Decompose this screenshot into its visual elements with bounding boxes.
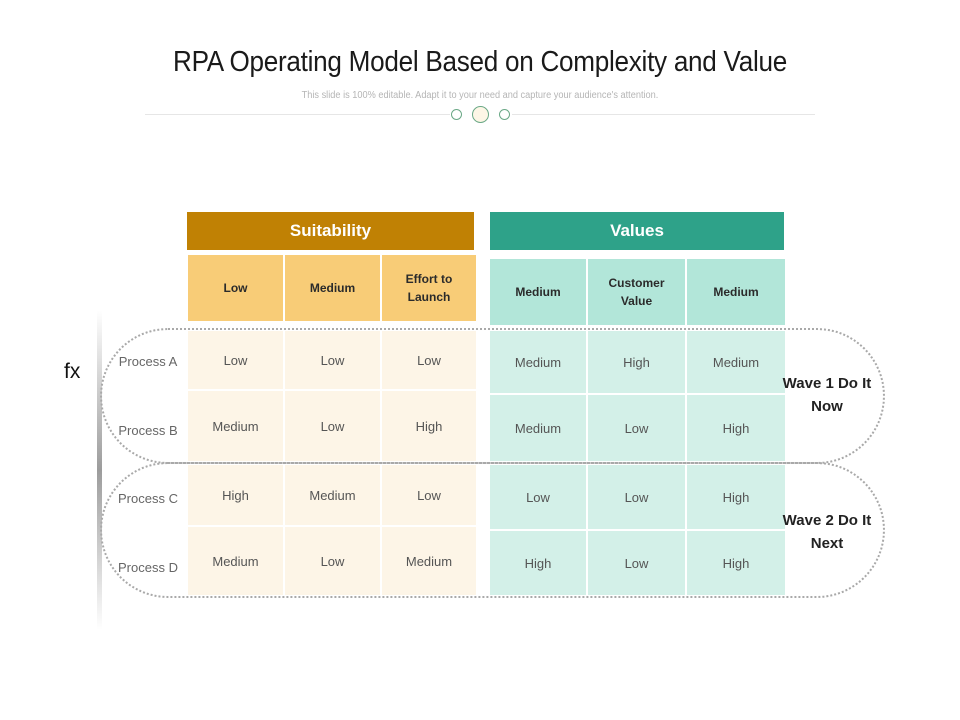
suitability-col-1: Low xyxy=(188,255,283,321)
wave-1-label: Wave 1 Do It Now xyxy=(782,375,872,415)
decor-dot-left-icon xyxy=(451,109,462,120)
slide-subtitle: This slide is 100% editable. Adapt it to… xyxy=(301,90,659,101)
cell-b-val-3: High xyxy=(687,395,785,461)
cell-b-val-1: Medium xyxy=(490,395,586,461)
vertical-bar xyxy=(97,310,102,630)
cell-d-val-1: High xyxy=(490,531,586,595)
divider-left xyxy=(145,114,450,115)
row-label-process-c: Process C xyxy=(118,491,178,506)
values-col-1: Medium xyxy=(490,259,586,325)
decor-dot-center-icon xyxy=(472,106,489,123)
cell-d-val-3: High xyxy=(687,531,785,595)
decor-dot-right-icon xyxy=(499,109,510,120)
cell-c-suit-1: High xyxy=(188,465,283,525)
row-label-process-a: Process A xyxy=(118,354,178,369)
values-header: Values xyxy=(490,212,784,250)
cell-c-suit-2: Medium xyxy=(285,465,380,525)
row-label-process-b: Process B xyxy=(118,423,178,438)
cell-c-suit-3: Low xyxy=(382,465,476,525)
values-col-2: Customer Value xyxy=(588,259,685,325)
cell-b-suit-3: High xyxy=(382,391,476,461)
cell-b-val-2: Low xyxy=(588,395,685,461)
cell-d-suit-2: Low xyxy=(285,527,380,595)
cell-b-suit-2: Low xyxy=(285,391,380,461)
cell-d-val-2: Low xyxy=(588,531,685,595)
suitability-header: Suitability xyxy=(187,212,474,250)
cell-a-val-1: Medium xyxy=(490,331,586,393)
cell-a-suit-1: Low xyxy=(188,331,283,389)
row-label-process-d: Process D xyxy=(118,560,178,575)
cell-a-val-2: High xyxy=(588,331,685,393)
cell-c-val-3: High xyxy=(687,465,785,529)
cell-b-suit-1: Medium xyxy=(188,391,283,461)
cell-c-val-2: Low xyxy=(588,465,685,529)
cell-c-val-1: Low xyxy=(490,465,586,529)
cell-a-suit-2: Low xyxy=(285,331,380,389)
cell-d-suit-3: Medium xyxy=(382,527,476,595)
wave-2-outline xyxy=(100,462,885,598)
fx-label: fx xyxy=(64,360,81,383)
slide-title: RPA Operating Model Based on Complexity … xyxy=(172,46,788,78)
cell-d-suit-1: Medium xyxy=(188,527,283,595)
cell-a-val-3: Medium xyxy=(687,331,785,393)
suitability-col-3: Effort to Launch xyxy=(382,255,476,321)
values-col-3: Medium xyxy=(687,259,785,325)
wave-2-label: Wave 2 Do It Next xyxy=(782,512,872,552)
cell-a-suit-3: Low xyxy=(382,331,476,389)
divider-right xyxy=(512,114,815,115)
suitability-col-2: Medium xyxy=(285,255,380,321)
